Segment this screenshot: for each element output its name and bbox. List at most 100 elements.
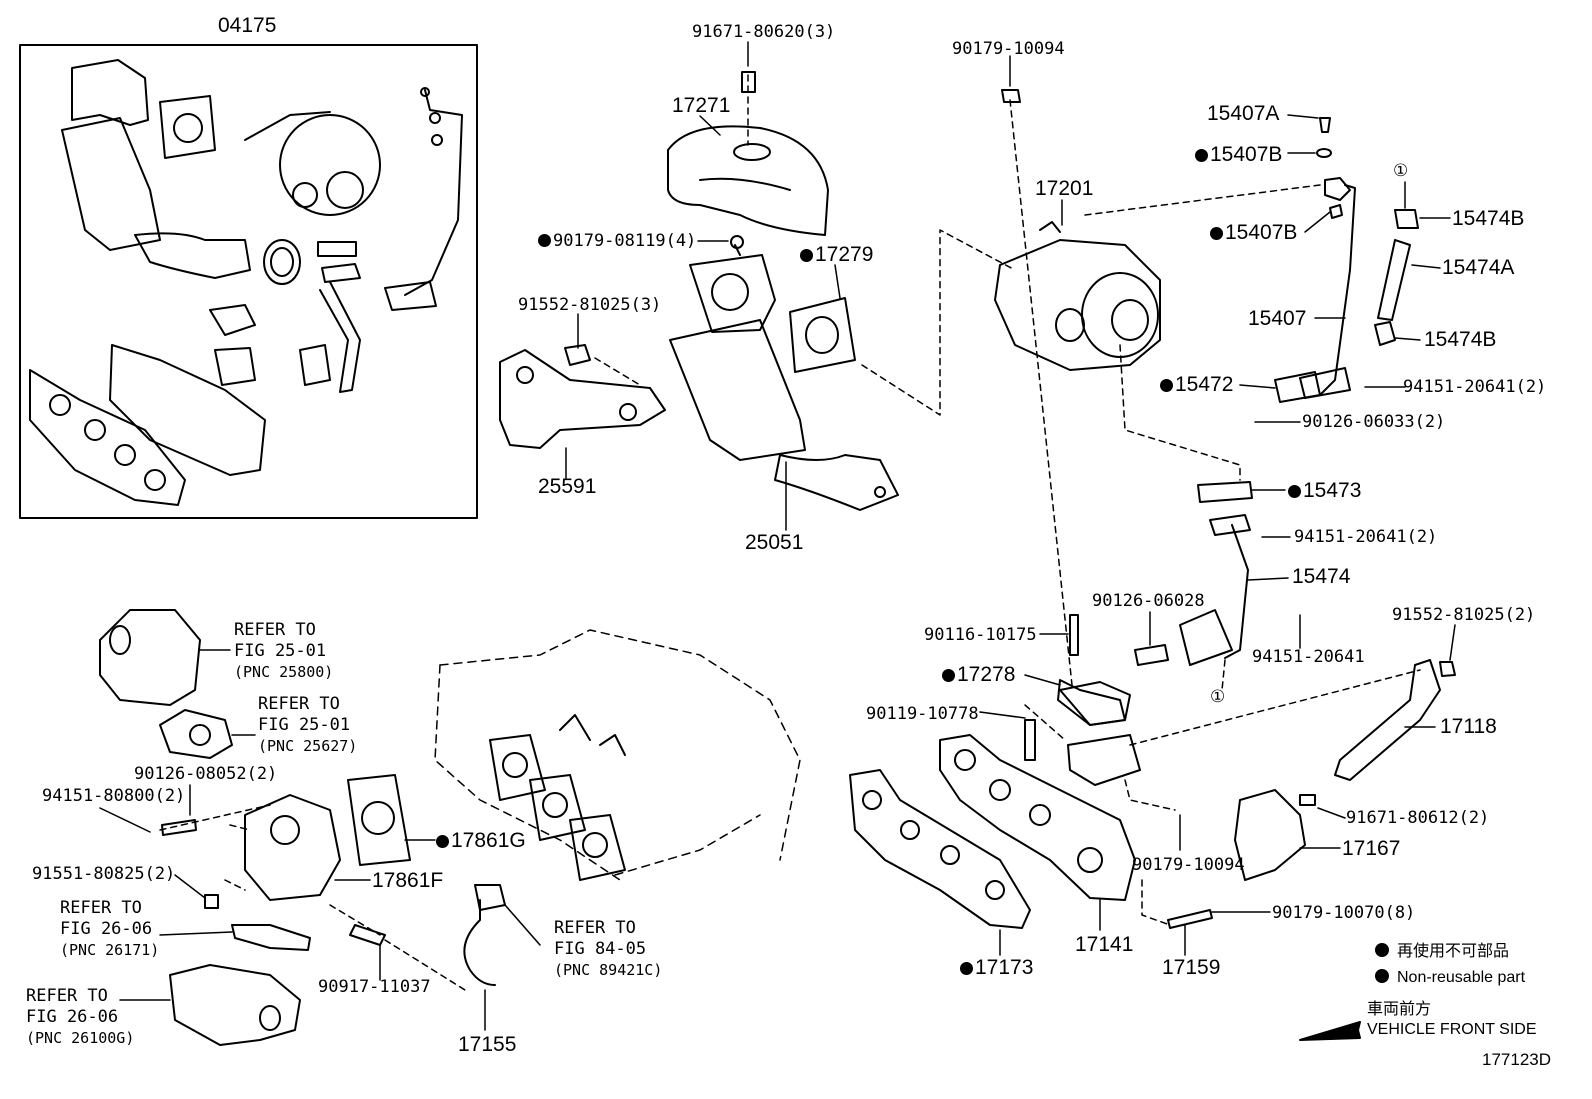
callout-17173: 17173 bbox=[960, 957, 1033, 979]
ref-pnc: (PNC 89421C) bbox=[554, 961, 663, 979]
callout-15407B-1: 15407B bbox=[1195, 144, 1282, 166]
ref-pnc: (PNC 25627) bbox=[258, 737, 358, 755]
ref-line2: FIG 26-06 bbox=[60, 919, 153, 939]
legend-jp-text: 再使用不可部品 bbox=[1397, 943, 1510, 960]
callout-90179-10070: 90179-10070(8) bbox=[1272, 903, 1416, 923]
ref-part-26100G bbox=[169, 964, 301, 1046]
front-direction-jp: 車両前方 bbox=[1367, 1001, 1432, 1018]
ref-line1: REFER TO bbox=[554, 918, 636, 938]
exhaust-manifold-17141 bbox=[939, 669, 1421, 929]
hose-17155 bbox=[384, 884, 541, 991]
engine-head-ports bbox=[489, 714, 626, 881]
callout-15407B-2: 15407B bbox=[1210, 222, 1297, 244]
callout-15407: 15407 bbox=[1248, 307, 1307, 330]
callout-04175: 04175 bbox=[218, 14, 277, 37]
callout-17279: 17279 bbox=[800, 244, 873, 266]
callout-17167: 17167 bbox=[1342, 837, 1401, 860]
ref-part-26171 bbox=[231, 924, 311, 951]
callout-90179-10094-low: 90179-10094 bbox=[1132, 855, 1245, 875]
ref-pnc: (PNC 25800) bbox=[234, 663, 334, 681]
non-reusable-dot bbox=[1375, 943, 1389, 957]
reference-fig-26-06-b: REFER TO FIG 26-06 (PNC 26100G) bbox=[26, 986, 134, 1049]
callout-text: 15472 bbox=[1175, 373, 1234, 396]
non-reusable-dot bbox=[1195, 149, 1208, 162]
non-reusable-dot bbox=[1288, 485, 1301, 498]
reference-fig-25-01-b: REFER TO FIG 25-01 (PNC 25627) bbox=[258, 694, 357, 757]
non-reusable-dot bbox=[436, 835, 449, 848]
callout-94151-20641-2a: 94151-20641(2) bbox=[1403, 377, 1547, 397]
callout-90917-11037: 90917-11037 bbox=[318, 977, 431, 997]
reference-fig-26-06-a: REFER TO FIG 26-06 (PNC 26171) bbox=[60, 898, 159, 961]
callout-text: 17279 bbox=[815, 243, 874, 266]
callout-17271: 17271 bbox=[672, 94, 731, 117]
callout-text: 15407B bbox=[1210, 143, 1283, 166]
callout-91552-81025-2: 91552-81025(2) bbox=[1392, 605, 1536, 625]
non-reusable-dot bbox=[960, 962, 973, 975]
callout-15474A: 15474A bbox=[1442, 256, 1515, 279]
egr-gasket-17861G bbox=[347, 774, 411, 866]
callout-17141: 17141 bbox=[1075, 933, 1134, 956]
leader-lines bbox=[99, 41, 1456, 1031]
ref-pnc: (PNC 26100G) bbox=[26, 1029, 135, 1047]
ref-line2: FIG 84-05 bbox=[554, 939, 647, 959]
callout-91671-80612: 91671-80612(2) bbox=[1346, 808, 1490, 828]
oil-pipe-15407 bbox=[1274, 117, 1356, 403]
callout-17201: 17201 bbox=[1035, 177, 1094, 200]
callout-15472: 15472 bbox=[1160, 374, 1233, 396]
callout-text: 17173 bbox=[975, 956, 1034, 979]
reference-fig-25-01-a: REFER TO FIG 25-01 (PNC 25800) bbox=[234, 620, 333, 683]
front-direction-en: VEHICLE FRONT SIDE bbox=[1367, 1021, 1537, 1038]
callout-17118: 17118 bbox=[1440, 715, 1497, 738]
callout-91551-80825: 91551-80825(2) bbox=[32, 864, 176, 884]
heat-insulator-17271 bbox=[667, 71, 829, 236]
callout-15474B-1: 15474B bbox=[1452, 207, 1525, 230]
ref-pnc: (PNC 26171) bbox=[60, 941, 160, 959]
kit-04175-box bbox=[19, 44, 478, 519]
non-reusable-dot bbox=[800, 249, 813, 262]
manifold-gasket-17173 bbox=[849, 769, 1031, 929]
ref-line1: REFER TO bbox=[234, 620, 316, 640]
kit-contents bbox=[29, 59, 463, 506]
connection-marker-1-top: ① bbox=[1393, 161, 1409, 181]
callout-15407A: 15407A bbox=[1207, 102, 1280, 125]
stay-17118 bbox=[1334, 659, 1456, 781]
callout-17861G: 17861G bbox=[436, 830, 526, 852]
callout-text: 90179-08119(4) bbox=[553, 231, 697, 251]
callout-text: 15473 bbox=[1303, 479, 1362, 502]
legend-jp: 再使用不可部品 bbox=[1375, 942, 1509, 962]
gasket-17278 bbox=[1059, 614, 1131, 726]
ref-part-25800 bbox=[99, 609, 231, 706]
reference-fig-84-05: REFER TO FIG 84-05 (PNC 89421C) bbox=[554, 918, 662, 981]
callout-91552-81025-3: 91552-81025(3) bbox=[518, 295, 662, 315]
non-reusable-dot bbox=[1210, 227, 1223, 240]
exhaust-converter-25051 bbox=[669, 235, 899, 511]
ref-part-25627 bbox=[159, 709, 256, 759]
front-arrow bbox=[1299, 1021, 1361, 1041]
ref-line2: FIG 25-01 bbox=[234, 641, 327, 661]
legend-en-text: Non-reusable part bbox=[1397, 969, 1526, 986]
callout-94151-80800: 94151-80800(2) bbox=[42, 786, 186, 806]
callout-text: 15407B bbox=[1225, 221, 1298, 244]
callout-25051: 25051 bbox=[745, 531, 804, 554]
callout-90116-10175: 90116-10175 bbox=[924, 625, 1037, 645]
callout-94151-20641: 94151-20641 bbox=[1252, 647, 1365, 667]
engine-head-outline bbox=[434, 629, 801, 881]
sensor-90917 bbox=[329, 904, 386, 946]
ref-line2: FIG 25-01 bbox=[258, 715, 351, 735]
callout-91671-80620: 91671-80620(3) bbox=[692, 22, 836, 42]
callout-17159: 17159 bbox=[1162, 956, 1221, 979]
callout-94151-20641-2b: 94151-20641(2) bbox=[1294, 527, 1438, 547]
egr-cooler-17861F bbox=[159, 794, 341, 909]
callout-17278: 17278 bbox=[942, 664, 1015, 686]
figure-id: 177123D bbox=[1482, 1050, 1552, 1069]
callout-text: 17278 bbox=[957, 663, 1016, 686]
connection-marker-1-bottom: ① bbox=[1210, 687, 1226, 707]
callout-90126-06033: 90126-06033(2) bbox=[1302, 412, 1446, 432]
callout-17861F: 17861F bbox=[372, 869, 444, 892]
callout-90126-06028: 90126-06028 bbox=[1092, 591, 1205, 611]
ref-line2: FIG 26-06 bbox=[26, 1007, 119, 1027]
callout-15473: 15473 bbox=[1288, 480, 1361, 502]
insulator-17167 bbox=[1234, 789, 1316, 881]
